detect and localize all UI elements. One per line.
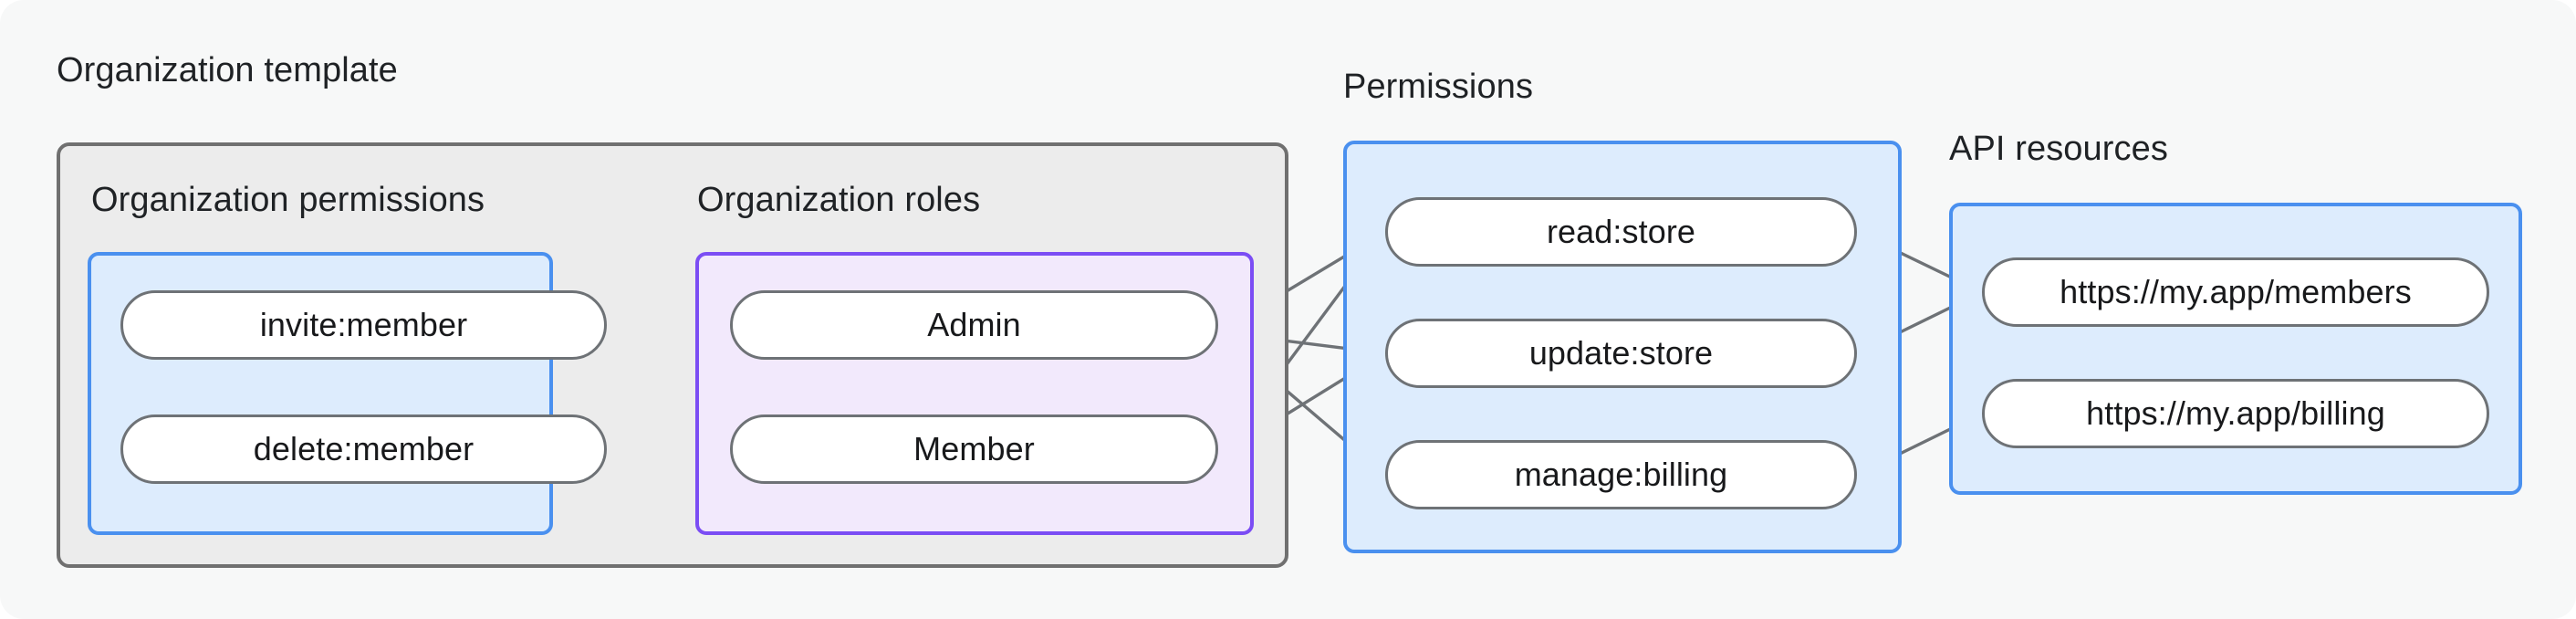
pill-invite-member[interactable]: invite:member (120, 290, 607, 360)
caption-organization-permissions: Organization permissions (91, 181, 485, 219)
caption-organization-template: Organization template (57, 51, 398, 89)
pill-permission-read-store[interactable]: read:store (1385, 197, 1857, 267)
caption-permissions: Permissions (1343, 68, 1534, 106)
pill-api-resource-billing[interactable]: https://my.app/billing (1982, 379, 2489, 448)
caption-organization-roles: Organization roles (697, 181, 981, 219)
pill-permission-manage-billing[interactable]: manage:billing (1385, 440, 1857, 509)
caption-api-resources: API resources (1949, 130, 2168, 168)
group-api-resources (1949, 203, 2522, 495)
pill-permission-update-store[interactable]: update:store (1385, 319, 1857, 388)
pill-delete-member[interactable]: delete:member (120, 414, 607, 484)
pill-role-admin[interactable]: Admin (730, 290, 1218, 360)
pill-role-member[interactable]: Member (730, 414, 1218, 484)
pill-api-resource-members[interactable]: https://my.app/members (1982, 257, 2489, 327)
